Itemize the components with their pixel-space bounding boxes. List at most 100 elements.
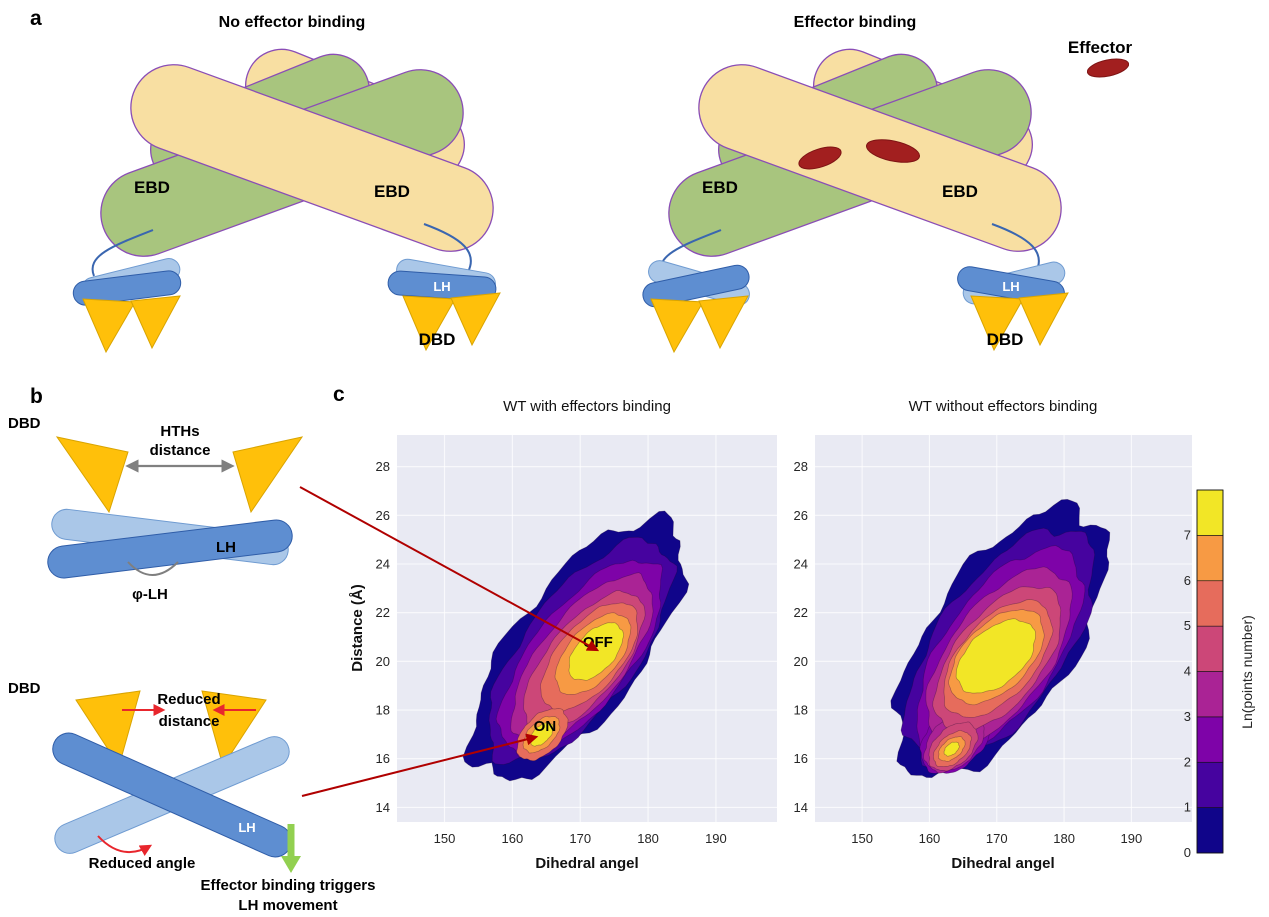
dbd-triangle: [402, 295, 456, 352]
y-tick-label: 20: [794, 654, 808, 669]
dbd-label: DBD: [987, 330, 1024, 349]
colorbar-tick-label: 6: [1184, 573, 1191, 588]
x-tick-label: 170: [986, 831, 1008, 846]
y-tick-label: 16: [376, 751, 390, 766]
effector-molecule: [1086, 58, 1130, 78]
colorbar-band: [1196, 716, 1224, 763]
x-tick-label: 190: [705, 831, 727, 846]
lh-helix-dark: [72, 270, 182, 306]
annotation-off: OFF: [583, 634, 613, 651]
trigger-label-line1: Effector binding triggers: [200, 877, 375, 894]
dbd-label: DBD: [8, 680, 41, 697]
arrow-to-off-state: [299, 486, 600, 652]
y-tick-label: 20: [376, 654, 390, 669]
linker-right: [423, 223, 472, 273]
y-tick-label: 26: [794, 508, 808, 523]
colorbar-label: Ln(points number): [1239, 615, 1255, 729]
x-tick-label: 180: [1053, 831, 1075, 846]
lh-label: LH: [238, 820, 255, 835]
phi-angle-arc: [127, 561, 179, 576]
colorbar-band: [1196, 489, 1224, 536]
lh-helix-dark: [47, 519, 293, 579]
hths-distance-label-line2: distance: [150, 442, 211, 459]
colorbar-band: [1196, 807, 1224, 854]
y-tick-label: 18: [376, 703, 390, 718]
y-tick-label: 18: [794, 703, 808, 718]
dbd-label: DBD: [8, 415, 41, 432]
arrow-to-on-state: [301, 733, 539, 797]
reduced-angle-label: Reduced angle: [89, 855, 196, 872]
y-tick-label: 28: [376, 459, 390, 474]
effector-legend-label: Effector: [1068, 38, 1133, 57]
plot-title-without-effectors: WT without effectors binding: [909, 398, 1098, 415]
panel-c-letter: c: [333, 383, 345, 406]
dbd-triangle: [232, 436, 304, 514]
colorbar-band: [1196, 580, 1224, 627]
cross-panel-arrows: [299, 486, 600, 797]
panel-a-letter: a: [30, 7, 42, 30]
dbd-triangle: [450, 292, 501, 347]
lh-movement-arrowhead: [281, 856, 301, 873]
colorbar-band: [1196, 671, 1224, 718]
colorbar-tick-label: 3: [1184, 709, 1191, 724]
colorbar-tick-label: 5: [1184, 618, 1191, 633]
dbd-label: DBD: [419, 330, 456, 349]
panel-b-letter: b: [30, 385, 43, 408]
panel-a-right-title: Effector binding: [794, 14, 917, 31]
y-tick-label: 24: [794, 557, 808, 572]
density-contour: [943, 741, 960, 757]
colorbar-tick-label: 0: [1184, 845, 1191, 860]
y-tick-label: 22: [376, 605, 390, 620]
colorbar-band: [1196, 535, 1224, 582]
lh-label: LH: [216, 539, 236, 556]
density-contour: [955, 618, 1036, 694]
linker-left: [91, 229, 154, 277]
annotation-on: ON: [534, 718, 557, 735]
y-tick-label: 14: [794, 800, 808, 815]
panel-a: a No effector binding Effector binding E…: [30, 7, 1133, 354]
lh-helix-dark: [642, 264, 750, 308]
y-tick-label: 26: [376, 508, 390, 523]
dbd-triangle: [970, 295, 1024, 352]
density-contour: [568, 622, 624, 681]
x-tick-label: 150: [851, 831, 873, 846]
x-axis-label-left: Dihedral angel: [535, 855, 638, 872]
colorbar: 0 1 2 3 4 5 6 7: [1184, 489, 1224, 860]
phi-lh-label: φ-LH: [132, 586, 168, 603]
colorbar-band: [1196, 761, 1224, 808]
colorbar-tick-label: 1: [1184, 800, 1191, 815]
trigger-label-line2: LH movement: [238, 897, 337, 914]
x-axis-label-right: Dihedral angel: [951, 855, 1054, 872]
assembly-effector: EBD EBD LH DBD: [642, 48, 1069, 354]
reduced-angle-arc: [97, 835, 153, 856]
panel-c: c WT with effectors binding WT without e…: [333, 383, 1255, 872]
colorbar-band: [1196, 625, 1224, 672]
ebd-label-left: EBD: [134, 178, 170, 197]
assembly-no-effector: EBD EBD LH DBD: [72, 48, 501, 354]
y-axis-label: Distance (Å): [349, 584, 366, 672]
lh-label: LH: [1002, 279, 1019, 294]
y-tick-label: 16: [794, 751, 808, 766]
plot-title-with-effectors: WT with effectors binding: [503, 398, 671, 415]
bound-effector-molecule: [798, 146, 842, 170]
reduced-distance-label-line2: distance: [159, 713, 220, 730]
panel-a-left-title: No effector binding: [219, 14, 366, 31]
dbd-triangle: [698, 295, 749, 350]
dbd-triangle: [82, 298, 136, 354]
colorbar-tick-label: 7: [1184, 527, 1191, 542]
panel-b: b DBD HTHs distance LH φ-LH DBD Reduced …: [8, 385, 376, 914]
colorbar-tick-label: 4: [1184, 664, 1191, 679]
x-tick-label: 180: [637, 831, 659, 846]
ebd-label-right: EBD: [374, 182, 410, 201]
colorbar-outline: [1196, 489, 1224, 854]
y-tick-label: 28: [794, 459, 808, 474]
dbd-triangle: [130, 295, 181, 350]
dbd-triangle: [650, 298, 704, 354]
x-tick-label: 160: [919, 831, 941, 846]
colorbar-tick-label: 2: [1184, 754, 1191, 769]
lh-label: LH: [433, 279, 450, 294]
bound-effector-molecule: [866, 139, 920, 163]
